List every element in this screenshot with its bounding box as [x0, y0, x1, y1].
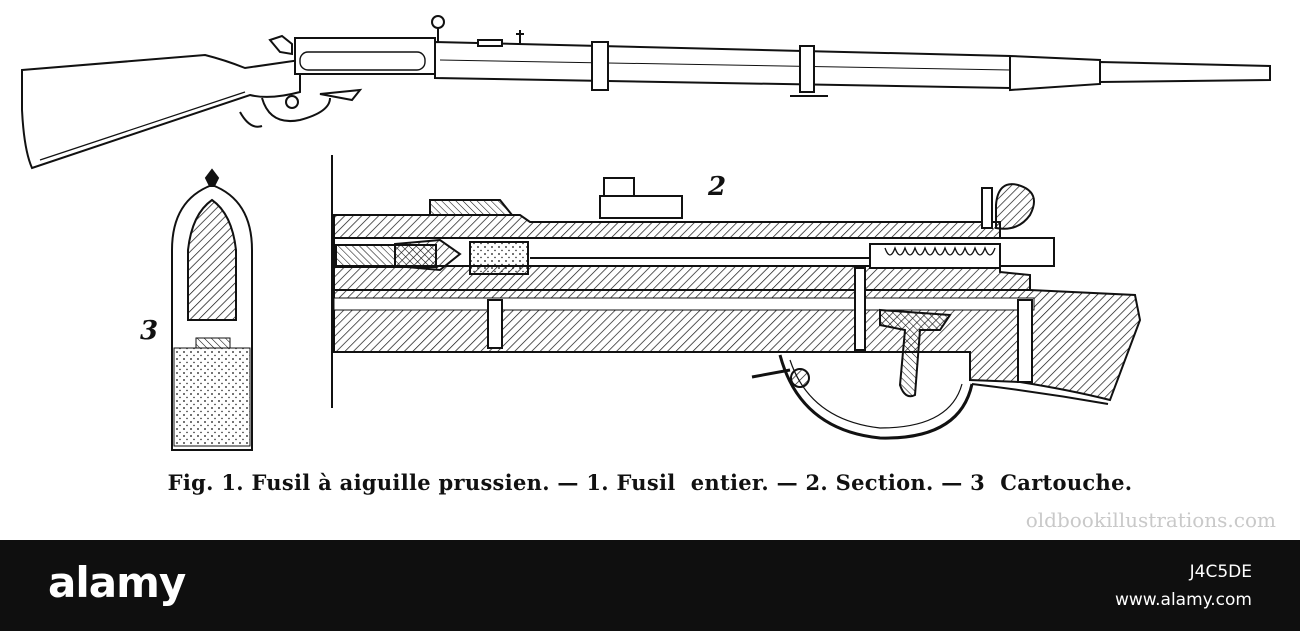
whole-rifle-drawing	[21, 15, 1271, 170]
cartridge-drawing	[171, 168, 253, 451]
figure-label-3: 3	[140, 316, 159, 346]
rifle-engraving	[21, 15, 1271, 451]
section-drawing	[331, 155, 1142, 440]
figure-label-2: 2	[708, 172, 727, 202]
alamy-logo: alamy	[48, 558, 186, 607]
stock-footer-bar: alamy J4C5DE www.alamy.com	[0, 540, 1300, 631]
site-url-label: www.alamy.com	[1114, 590, 1252, 610]
figure-caption: Fig. 1. Fusil à aiguille prussien. — 1. …	[167, 470, 1133, 495]
engraving-plate: 2 3 Fig. 1. Fusil à aiguille prussien. —…	[21, 15, 1276, 532]
source-watermark: oldbookillustrations.com	[1025, 508, 1276, 532]
image-id-label: J4C5DE	[1189, 562, 1252, 582]
